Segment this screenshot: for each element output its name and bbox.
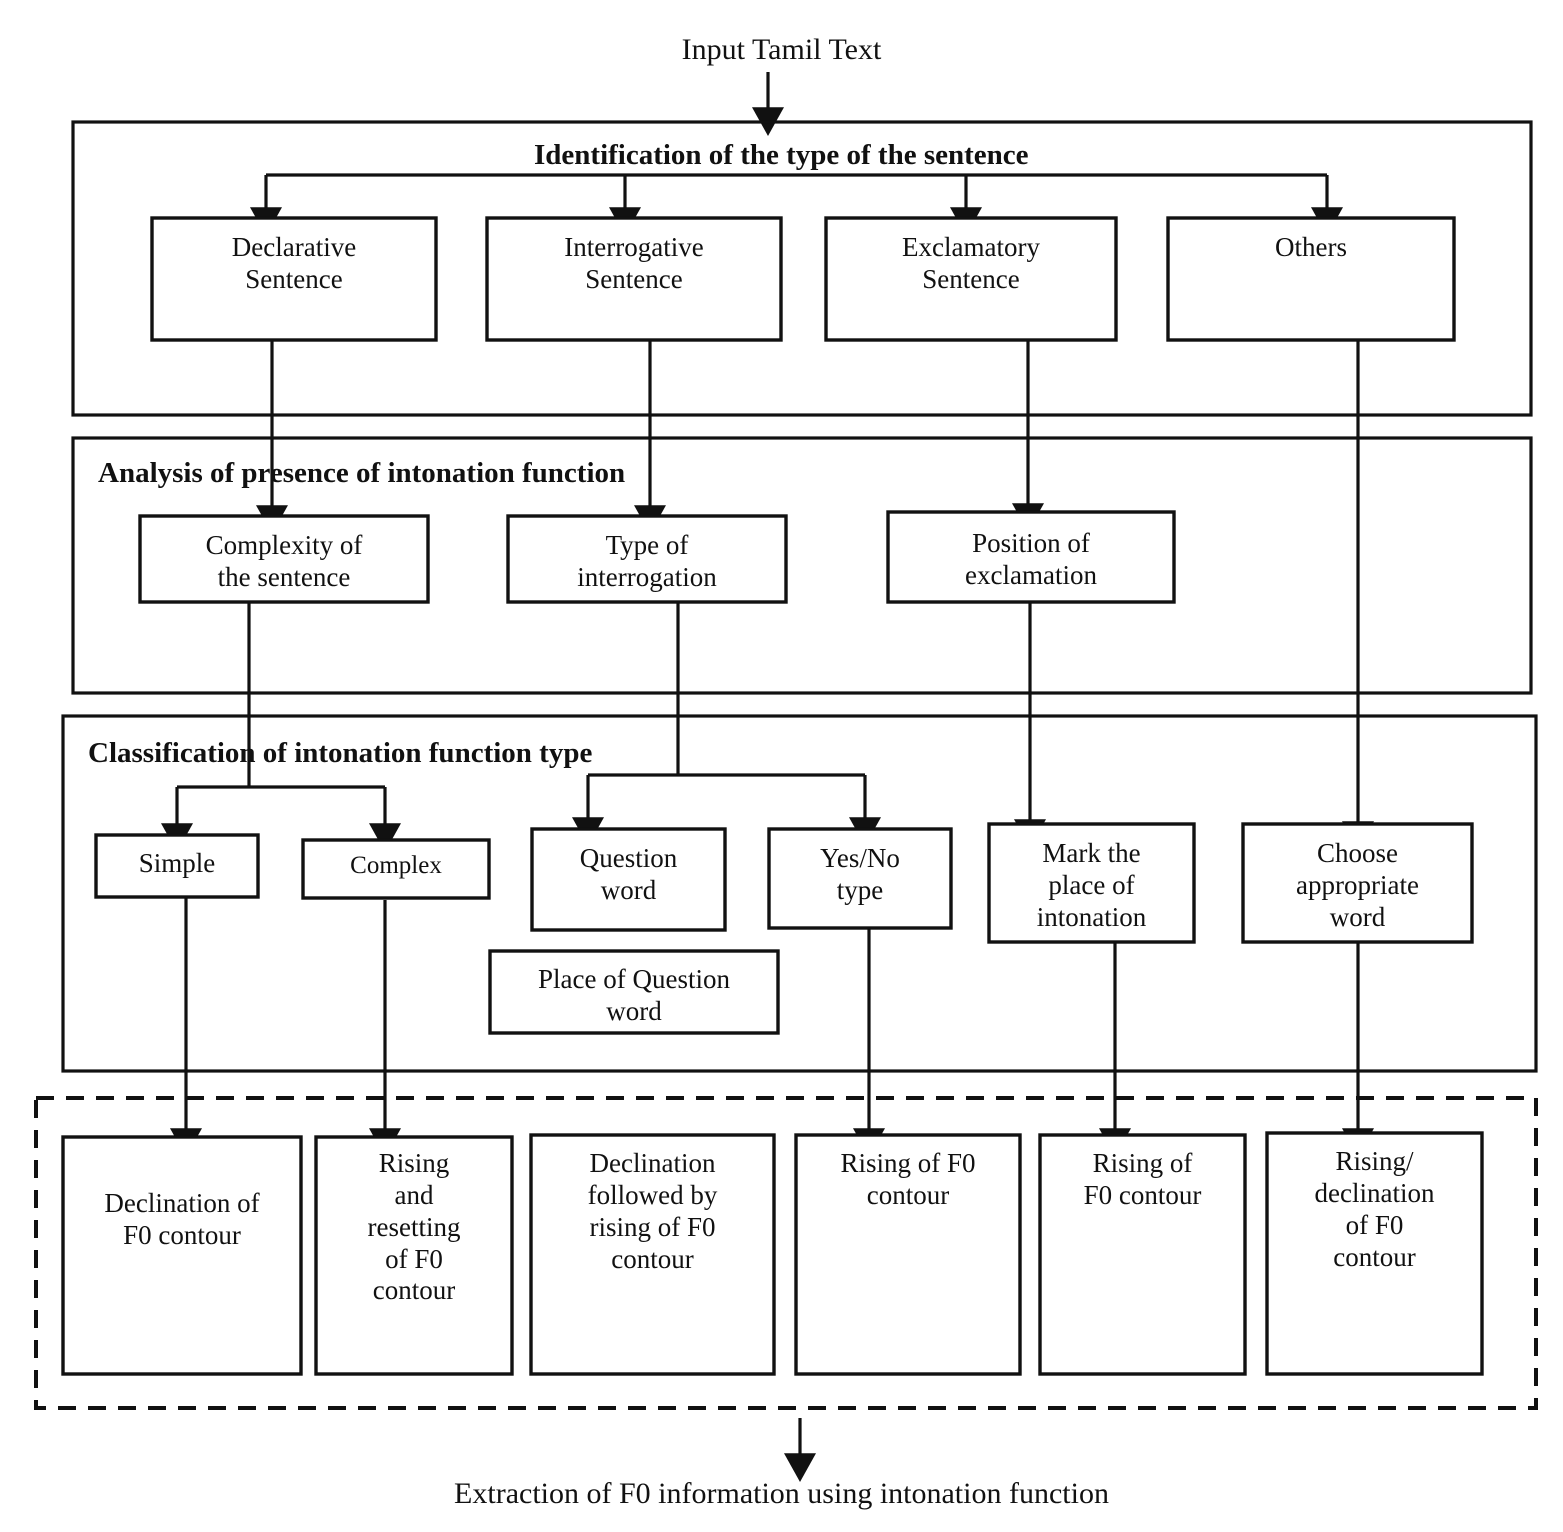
box-out-rising-f0-1 xyxy=(794,1133,1022,1376)
box-label-declarative: Declarative Sentence xyxy=(231,232,357,294)
box-label-yes-no-type: Yes/No type xyxy=(820,843,900,905)
box-label-out-rising-f0-1: Rising of F0 contour xyxy=(840,1148,976,1210)
box-label-question-word: Question word xyxy=(579,843,678,905)
box-label-exclamatory: Exclamatory Sentence xyxy=(902,232,1040,294)
box-question-word xyxy=(530,827,727,932)
section-classification-frame xyxy=(61,714,1538,1073)
input-label: Input Tamil Text xyxy=(681,33,882,66)
box-label-out-rising-resetting: Rising and resetting of F0 contour xyxy=(367,1148,461,1306)
box-out-rising-declination xyxy=(1265,1131,1484,1376)
box-label-others: Others xyxy=(1275,232,1347,262)
box-place-of-question-word xyxy=(488,949,780,1035)
box-choose-word xyxy=(1241,822,1474,944)
box-exclamatory xyxy=(824,216,1118,342)
box-declarative xyxy=(150,216,438,342)
section-title-analysis: Analysis of presence of intonation funct… xyxy=(98,457,626,489)
extraction-label: Extraction of F0 information using inton… xyxy=(454,1477,1109,1510)
box-interrogative xyxy=(485,216,783,342)
box-label-interrogative: Interrogative Sentence xyxy=(564,232,704,294)
section-identification-frame xyxy=(71,120,1533,417)
box-label-mark-place: Mark the place of intonation xyxy=(1036,838,1147,932)
box-label-choose-word: Choose appropriate word xyxy=(1296,838,1419,932)
box-type-of-interrogation xyxy=(506,514,788,604)
section-title-identification: Identification of the type of the senten… xyxy=(534,139,1029,171)
section-analysis-frame xyxy=(71,436,1533,695)
box-yes-no-type xyxy=(767,827,953,930)
box-simple xyxy=(94,833,260,899)
box-label-out-declination: Declination of F0 contour xyxy=(104,1188,260,1250)
box-out-rising-f0-2 xyxy=(1038,1133,1247,1376)
box-out-rising-resetting xyxy=(314,1135,514,1376)
box-complex xyxy=(301,838,491,900)
section-output-frame xyxy=(34,1096,1538,1410)
box-label-simple: Simple xyxy=(138,848,216,878)
box-out-declination-rising xyxy=(529,1133,776,1376)
box-position-of-exclamation xyxy=(886,510,1176,604)
box-complexity xyxy=(138,514,430,604)
box-out-declination xyxy=(61,1135,303,1376)
box-label-out-rising-f0-2: Rising of F0 contour xyxy=(1083,1148,1202,1210)
box-label-out-declination-rising: Declination followed by rising of F0 con… xyxy=(587,1148,718,1274)
box-mark-place xyxy=(987,822,1196,944)
box-others xyxy=(1166,216,1456,342)
box-label-place-of-question-word: Place of Question word xyxy=(538,964,730,1026)
box-label-type-of-interrogation: Type of interrogation xyxy=(577,530,717,592)
box-label-out-rising-declination: Rising/ declination of F0 contour xyxy=(1314,1146,1435,1272)
box-label-complex: Complex xyxy=(350,852,442,879)
section-title-classification: Classification of intonation function ty… xyxy=(88,737,593,769)
box-label-complexity: Complexity of the sentence xyxy=(205,530,363,592)
box-label-position-of-exclamation: Position of exclamation xyxy=(965,528,1097,590)
